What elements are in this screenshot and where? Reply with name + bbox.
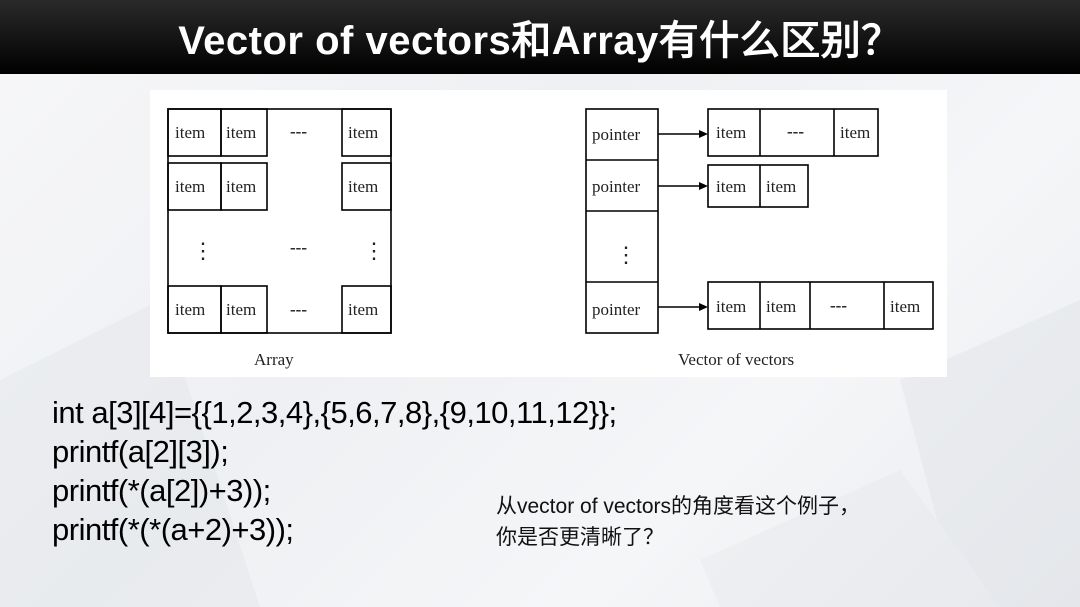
svg-text:item: item	[716, 123, 746, 142]
svg-text:item: item	[890, 297, 920, 316]
svg-text:---: ---	[290, 300, 307, 319]
svg-text:item: item	[716, 297, 746, 316]
array-outline	[167, 108, 392, 334]
svg-text:⋮: ⋮	[615, 242, 637, 267]
code-line: printf(*(*(a+2)+3));	[52, 512, 294, 547]
svg-text:---: ---	[290, 238, 307, 257]
diagram-svg: item item item item item item item item …	[167, 108, 934, 369]
page-title: Vector of vectors和Array有什么区别？	[0, 0, 1080, 74]
code-line: int a[3][4]={{1,2,3,4},{5,6,7,8},{9,10,1…	[52, 395, 617, 430]
note-line-2: 你是否更清晰了？	[496, 526, 664, 549]
svg-text:item: item	[716, 177, 746, 196]
svg-text:⋮: ⋮	[192, 238, 214, 263]
svg-text:item: item	[840, 123, 870, 142]
svg-text:item: item	[226, 177, 256, 196]
array-item-label: item	[175, 123, 205, 142]
note-line-1: 从vector of vectors的角度看这个例子，	[496, 495, 861, 518]
code-line: printf(a[2][3]);	[52, 434, 229, 469]
array-vs-vector-figure: item item item item item item item item …	[150, 90, 947, 377]
svg-text:---: ---	[787, 122, 804, 141]
vector-outline	[585, 108, 659, 334]
code-block: int a[3][4]={{1,2,3,4},{5,6,7,8},{9,10,1…	[52, 393, 617, 549]
code-line: printf(*(a[2])+3));	[52, 473, 271, 508]
question-note: 从vector of vectors的角度看这个例子， 你是否更清晰了？	[496, 491, 860, 553]
svg-text:---: ---	[290, 122, 307, 141]
svg-text:item: item	[348, 177, 378, 196]
svg-text:---: ---	[830, 296, 847, 315]
svg-text:item: item	[175, 300, 205, 319]
svg-text:pointer: pointer	[592, 300, 640, 319]
vector-caption: Vector of vectors	[678, 350, 794, 369]
svg-text:item: item	[226, 123, 256, 142]
svg-text:item: item	[226, 300, 256, 319]
svg-text:⋮: ⋮	[363, 238, 385, 263]
svg-text:item: item	[766, 177, 796, 196]
svg-text:item: item	[348, 300, 378, 319]
array-caption: Array	[254, 350, 294, 369]
svg-text:item: item	[175, 177, 205, 196]
pointer-label: pointer	[592, 125, 640, 144]
svg-text:item: item	[348, 123, 378, 142]
svg-text:item: item	[766, 297, 796, 316]
svg-text:pointer: pointer	[592, 177, 640, 196]
